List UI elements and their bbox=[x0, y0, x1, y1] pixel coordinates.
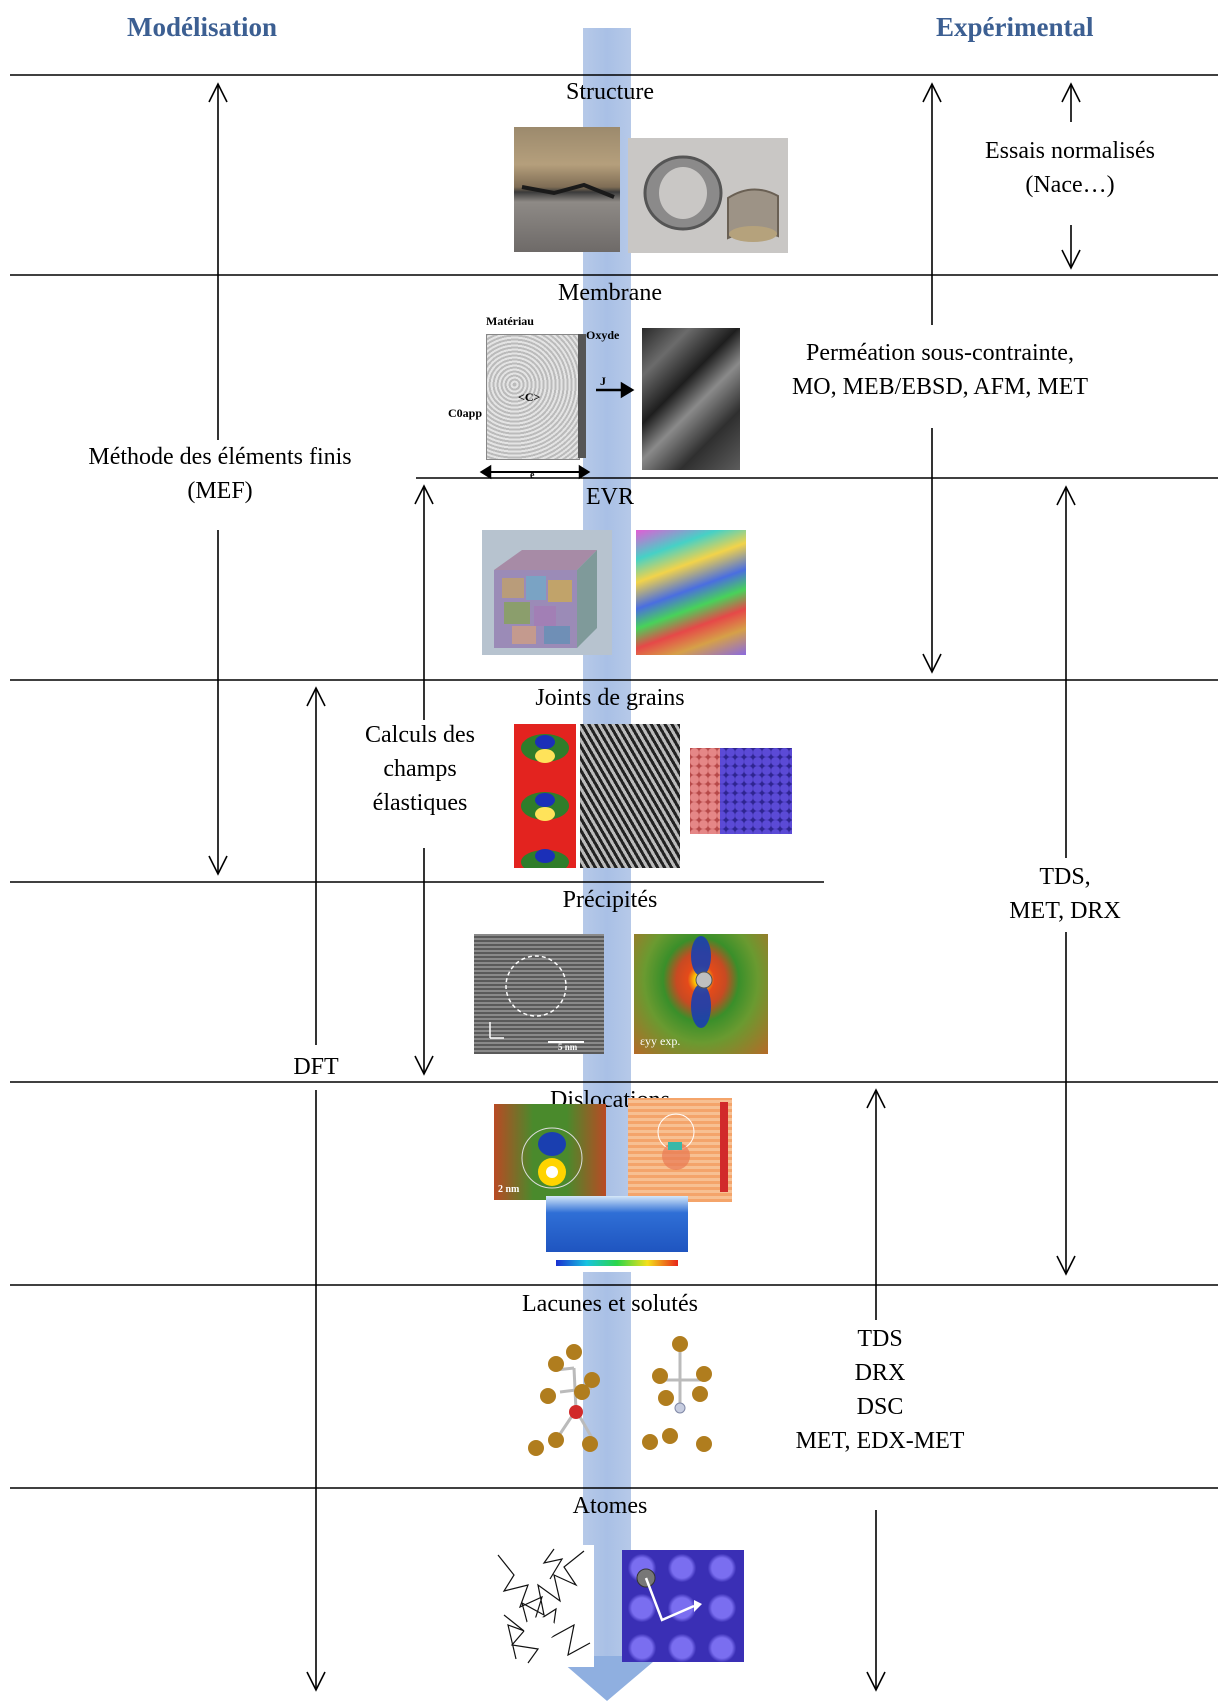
atom-diffusion-image bbox=[622, 1550, 744, 1662]
cracked-pipe-image bbox=[514, 127, 620, 252]
tds-line1: TDS, bbox=[1039, 864, 1091, 890]
polycrystal-cube-image bbox=[482, 530, 612, 655]
experimental-header: Expérimental bbox=[936, 12, 1094, 42]
dislocation-strain-field-image: 2 nm bbox=[494, 1104, 606, 1200]
strain-label: εyy exp. bbox=[640, 1034, 681, 1048]
fem-line1: Méthode des éléments finis bbox=[88, 444, 352, 470]
level-membrane: Membrane bbox=[558, 280, 662, 306]
tem-micrograph-image bbox=[642, 328, 740, 470]
ebsd-map-image bbox=[636, 530, 746, 655]
solute-cluster-right bbox=[642, 1336, 712, 1452]
gb-atomistic-image bbox=[690, 748, 792, 834]
thickness-label: e bbox=[530, 470, 535, 481]
concentration-label: C0app bbox=[448, 406, 483, 420]
permeation-line2: MO, MEB/EBSD, AFM, MET bbox=[791, 374, 1089, 400]
level-atoms: Atomes bbox=[572, 1493, 648, 1519]
standard-line2: (Nace…) bbox=[1025, 172, 1115, 198]
damaged-fittings-image bbox=[628, 138, 788, 253]
precipitate-scale-label: 5 nm bbox=[558, 1042, 578, 1052]
standard-line1: Essais normalisés bbox=[985, 138, 1155, 164]
flux-label: J bbox=[600, 374, 606, 388]
atom-random-walk-image bbox=[494, 1545, 594, 1667]
point-line1: TDS bbox=[857, 1326, 903, 1352]
level-structure: Structure bbox=[566, 79, 654, 105]
dislocation-grid-image bbox=[628, 1098, 732, 1202]
precipitate-hrtem-image: 5 nm bbox=[474, 934, 604, 1054]
oxide-layer bbox=[578, 334, 586, 458]
modeling-header: Modélisation bbox=[127, 12, 278, 42]
point-defects-methods-label: TDS DRX DSC MET, EDX-MET bbox=[770, 1322, 990, 1458]
level-precipitates: Précipités bbox=[562, 887, 658, 913]
elastic-fields-label: Calculs des champs élastiques bbox=[340, 718, 500, 820]
point-line4: MET, EDX-MET bbox=[795, 1428, 965, 1454]
permeation-line1: Perméation sous-contrainte, bbox=[806, 340, 1074, 366]
gb-strain-field-image bbox=[514, 724, 576, 868]
precipitate-strain-field-image: εyy exp. bbox=[634, 934, 768, 1054]
material-label: Matériau bbox=[486, 314, 534, 328]
level-vacancies-solutes: Lacunes et solutés bbox=[522, 1291, 698, 1317]
fem-line2: (MEF) bbox=[187, 478, 253, 504]
standard-tests-label: Essais normalisés (Nace…) bbox=[960, 134, 1180, 202]
dislocation-scale-label: 2 nm bbox=[498, 1184, 520, 1195]
oxide-label: Oxyde bbox=[586, 328, 620, 342]
point-line2: DRX bbox=[854, 1360, 906, 1386]
mean-concentration-label: <C> bbox=[518, 390, 541, 404]
elastic-line3: élastiques bbox=[372, 790, 468, 816]
permeation-label: Perméation sous-contrainte, MO, MEB/EBSD… bbox=[770, 336, 1110, 404]
membrane-schematic: Matériau Oxyde <C> C0app J e bbox=[448, 314, 619, 482]
point-line3: DSC bbox=[856, 1394, 904, 1420]
dft-label: DFT bbox=[293, 1054, 339, 1080]
elastic-line2: champs bbox=[383, 756, 457, 782]
elastic-line1: Calculs des bbox=[365, 722, 475, 748]
vacancy-cluster-left bbox=[528, 1344, 600, 1456]
tds-met-drx-label: TDS, MET, DRX bbox=[990, 860, 1140, 928]
fem-label: Méthode des éléments finis (MEF) bbox=[60, 440, 380, 508]
level-grain-boundaries: Joints de grains bbox=[535, 685, 685, 711]
gb-hrtem-image bbox=[580, 724, 680, 868]
tds-line2: MET, DRX bbox=[1009, 898, 1121, 924]
level-evr: EVR bbox=[586, 484, 634, 510]
dislocation-simulation-image bbox=[546, 1196, 688, 1272]
